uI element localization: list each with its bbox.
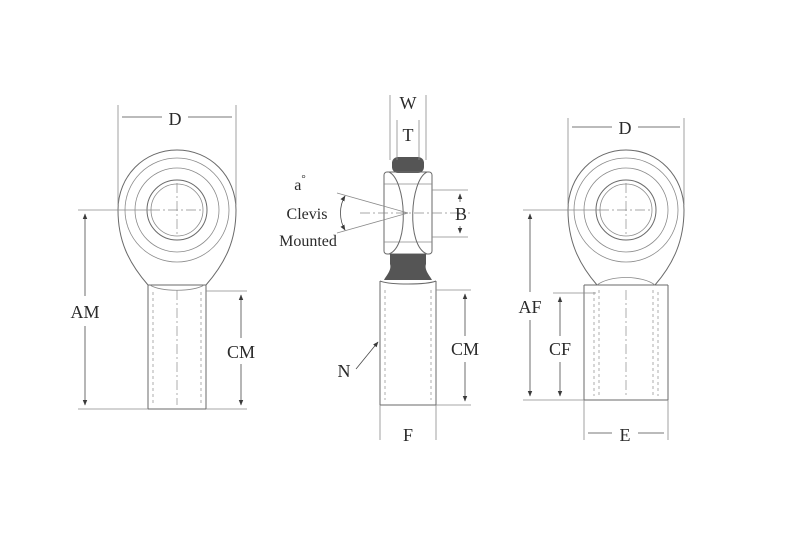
clevis-label: Clevis (287, 206, 328, 223)
left-am-label: AM (70, 302, 99, 322)
right-d-dimension: D (567, 118, 685, 205)
lower-knurled-race (384, 254, 432, 280)
upper-knurled-race (392, 157, 424, 173)
w-t-dimension: W T (389, 93, 427, 160)
left-d-dimension: D (117, 105, 237, 205)
right-rod-end-head (567, 149, 685, 286)
middle-cm-dimension: CM (436, 289, 479, 406)
right-d-label: D (619, 118, 632, 138)
middle-cm-label: CM (451, 339, 479, 359)
n-label: N (338, 361, 351, 381)
left-rod-end-head (117, 149, 237, 291)
left-cm-label: CM (227, 342, 255, 362)
mounted-label: Mounted (279, 233, 337, 250)
f-label: F (403, 425, 413, 445)
e-label: E (620, 425, 631, 445)
af-label: AF (518, 297, 541, 317)
right-female-body (583, 284, 669, 401)
ball-housing (360, 171, 470, 255)
middle-shank (379, 280, 437, 406)
b-dimension: B (432, 189, 468, 238)
t-label: T (403, 125, 414, 145)
left-am-dimension: AM (70, 209, 150, 410)
left-cm-dimension: CM (206, 290, 255, 410)
e-dimension: E (583, 400, 669, 445)
female-rod-end-view: D AF CF E (518, 118, 685, 445)
side-profile-view: W T a° Clevis Mounted B N (279, 93, 479, 445)
cf-label: CF (549, 339, 571, 359)
n-callout: N (338, 341, 379, 381)
cf-dimension: CF (549, 292, 596, 397)
b-label: B (455, 204, 467, 224)
angle-label: a° (294, 173, 306, 194)
clevis-angle-callout: a° Clevis Mounted (279, 173, 409, 250)
male-rod-end-view: D AM CM (70, 105, 255, 410)
left-threaded-shank (147, 285, 207, 410)
w-label: W (400, 93, 417, 113)
left-d-label: D (169, 109, 182, 129)
af-dimension: AF (518, 209, 600, 401)
f-dimension: F (379, 405, 437, 445)
